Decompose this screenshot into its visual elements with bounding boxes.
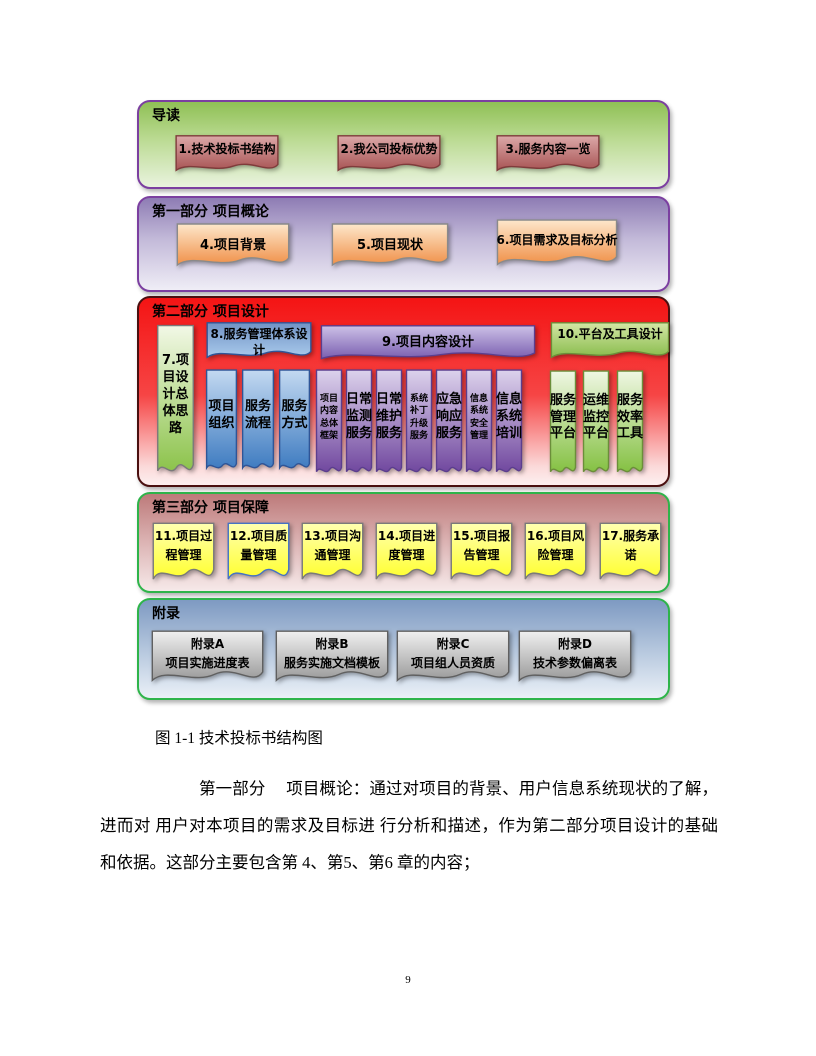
section-intro: 导读 1.技术投标书结构 2.我公司投标优势 3.服务内容一览 [137,100,670,189]
page-number: 9 [405,974,411,986]
diagram-item: 服务流程 [242,369,274,472]
section-appendix: 附录 附录A 项目实施进度表 附录B 服务实施文档模板 附录C 项目组人员资质 … [137,598,670,700]
diagram-item-label: 日常监测服务 [346,392,373,441]
section-part1: 第一部分 项目概论 4.项目背景 5.项目现状 6.项目需求及目标分析 [137,196,670,292]
diagram-item-label: 运维监控平台 [583,392,610,442]
diagram-item-label: 13.项目沟通管理 [303,529,362,562]
diagram-item-label: 服务流程 [244,398,271,431]
section-part3-title: 第三部分 项目保障 [152,500,269,516]
figure-caption: 图 1-1 技术投标书结构图 [155,730,323,747]
section-appendix-title: 附录 [152,606,180,622]
diagram-item-label: 附录D 技术参数偏离表 [517,630,633,690]
diagram-item: 17.服务承诺 [599,522,662,590]
section-part1-title: 第一部分 项目概论 [152,204,269,220]
diagram-item: 15.项目报告管理 [450,522,513,590]
diagram-item: 信息系统培训 [496,369,522,476]
section-part2-title: 第二部分 项目设计 [152,304,269,320]
diagram-item: 13.项目沟通管理 [301,522,364,590]
section-part2: 第二部分 项目设计 7.项目设计总体思路 8.服务管理体系设计 项目组织 服务流… [137,296,670,487]
diagram-item-label: 3.服务内容一览 [505,142,591,156]
diagram-group-header-label: 8.服务管理体系设计 [210,327,308,357]
diagram-item-label: 服务管理平台 [550,392,577,442]
diagram-item: 运维监控平台 [583,370,609,476]
appendix-item-desc: 技术参数偏离表 [532,655,617,670]
diagram-item: 日常维护服务 [376,369,402,476]
body-paragraph: 第一部分 项目概论：通过对项目的背景、用户信息系统现状的了解，进而对 用户对本项… [100,779,718,872]
diagram-group-header-label: 9.项目内容设计 [382,334,474,350]
appendix-item-label: 附录A [190,637,225,651]
diagram-item-label: 附录A 项目实施进度表 [150,630,265,690]
diagram-item-label: 日常维护服务 [376,392,403,441]
diagram-item-label: 项目内容总体框架 [319,394,338,441]
diagram-item-label: 服务方式 [281,398,308,431]
diagram-item-label: 系统补丁升级服务 [409,394,428,441]
diagram-item: 5.项目现状 [330,223,450,273]
diagram-item-label: 信息系统安全管理 [469,394,488,441]
diagram-item: 信息系统安全管理 [466,369,492,476]
diagram-item: 12.项目质量管理 [227,522,290,590]
diagram-item-label: 11.项目过程管理 [154,529,213,562]
diagram-item: 7.项目设计总体思路 [157,324,194,477]
diagram-item: 项目内容总体框架 [316,369,342,476]
diagram-item-label: 1.技术投标书结构 [178,142,276,156]
appendix-item-label: 附录C [436,637,470,651]
diagram-item: 日常监测服务 [346,369,372,476]
diagram-item: 16.项目风险管理 [524,522,587,590]
diagram-item-label: 7.项目设计总体思路 [162,353,189,436]
appendix-item-desc: 项目组人员资质 [410,655,495,670]
section-part3: 第三部分 项目保障 11.项目过程管理 12.项目质量管理 13.项目沟通管理 … [137,492,670,593]
diagram-item: 4.项目背景 [175,223,291,273]
diagram-item: 服务效率工具 [617,370,643,476]
diagram-item: 附录A 项目实施进度表 [150,630,265,690]
diagram-group-header: 9.项目内容设计 [317,325,539,365]
diagram-item: 14.项目进度管理 [375,522,438,590]
section-intro-title: 导读 [152,108,180,124]
diagram-item-label: 附录B 服务实施文档模板 [274,630,390,690]
diagram-group-header-label: 10.平台及工具设计 [557,327,663,341]
diagram-item: 服务方式 [279,369,310,472]
diagram-item-label: 6.项目需求及目标分析 [496,233,618,248]
diagram-item: 3.服务内容一览 [495,135,601,177]
diagram-item: 服务管理平台 [550,370,576,476]
diagram-item: 附录D 技术参数偏离表 [517,630,633,690]
diagram-item-label: 16.项目风险管理 [526,529,585,562]
diagram-item: 系统补丁升级服务 [406,369,432,476]
diagram-item: 项目组织 [206,369,237,472]
diagram-item-label: 2.我公司投标优势 [340,142,438,156]
diagram-item: 2.我公司投标优势 [336,135,442,177]
diagram-item-label: 4.项目背景 [200,237,266,253]
diagram-item-label: 信息系统培训 [496,392,523,441]
diagram-item-label: 应急响应服务 [436,392,463,441]
diagram-item-label: 14.项目进度管理 [377,529,436,562]
appendix-item-label: 附录B [315,637,349,651]
diagram-item-label: 附录C 项目组人员资质 [395,630,511,690]
diagram-item-label: 12.项目质量管理 [229,529,288,562]
diagram-group-header: 10.平台及工具设计 [549,322,671,364]
diagram-group-header: 8.服务管理体系设计 [205,322,313,364]
diagram-item: 附录B 服务实施文档模板 [274,630,390,690]
diagram-item-label: 项目组织 [208,398,235,431]
diagram-item-label: 17.服务承诺 [601,529,660,562]
diagram-item: 11.项目过程管理 [152,522,215,590]
diagram-item: 6.项目需求及目标分析 [495,219,619,273]
diagram-item: 1.技术投标书结构 [174,135,280,177]
appendix-item-label: 附录D [558,637,592,651]
diagram-item-label: 15.项目报告管理 [452,529,511,562]
diagram-item-label: 服务效率工具 [617,392,644,442]
appendix-item-desc: 服务实施文档模板 [283,655,380,670]
diagram-item: 附录C 项目组人员资质 [395,630,511,690]
diagram-item: 应急响应服务 [436,369,462,476]
diagram-item-label: 5.项目现状 [357,237,423,253]
appendix-item-desc: 项目实施进度表 [165,655,250,670]
